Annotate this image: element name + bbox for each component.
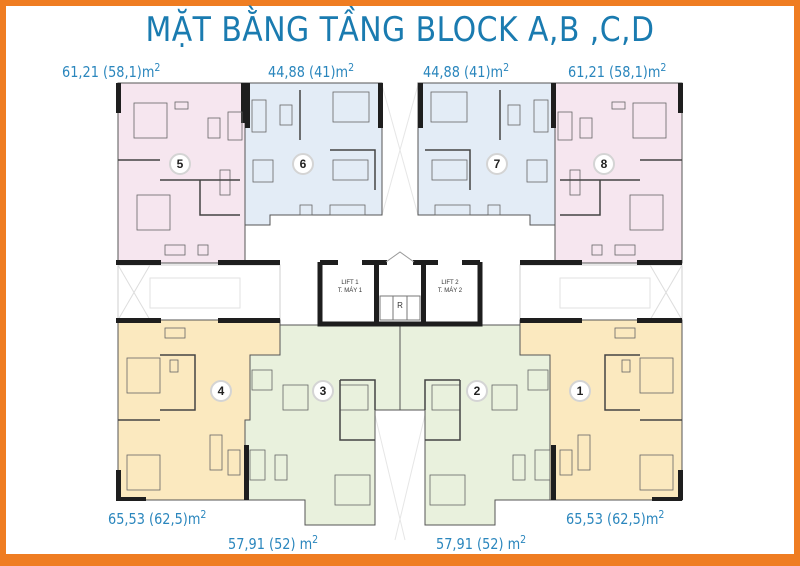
unit-badge-6: 6 (292, 153, 314, 175)
area-label-unit-7: 44,88 (41)m2 (423, 61, 510, 81)
lift-1-machine: T. MÁY 1 (337, 288, 363, 294)
lift-1-label: LIFT 1 T. MÁY 1 (328, 279, 372, 295)
stair-right (519, 264, 683, 321)
area-label-unit-3: 57,91 (52) m2 (228, 533, 319, 553)
lift-2-machine: T. MÁY 2 (437, 288, 463, 294)
unit-badge-4: 4 (210, 380, 232, 402)
unit-badge-7: 7 (486, 153, 508, 175)
unit-badge-8: 8 (593, 153, 615, 175)
unit-badge-2: 2 (466, 380, 488, 402)
page-title: MẶT BẰNG TẦNG BLOCK A,B ,C,D (145, 10, 655, 50)
area-label-unit-8: 61,21 (58,1)m2 (568, 61, 667, 81)
lift-2-name: LIFT 2 (441, 280, 459, 286)
area-label-unit-6: 44,88 (41)m2 (268, 61, 355, 81)
unit-badge-3: 3 (312, 380, 334, 402)
lift-2-label: LIFT 2 T. MÁY 2 (428, 279, 472, 295)
area-label-unit-1: 65,53 (62,5)m2 (566, 508, 665, 528)
area-label-unit-5: 61,21 (58,1)m2 (62, 61, 161, 81)
unit-badge-5: 5 (169, 153, 191, 175)
lift-1-name: LIFT 1 (341, 280, 359, 286)
refuse-room-label: R (397, 301, 403, 310)
stair-left (117, 264, 281, 321)
lift-core (317, 251, 483, 327)
unit-badge-1: 1 (569, 380, 591, 402)
area-label-unit-4: 65,53 (62,5)m2 (108, 508, 207, 528)
area-label-unit-2: 57,91 (52) m2 (436, 533, 527, 553)
